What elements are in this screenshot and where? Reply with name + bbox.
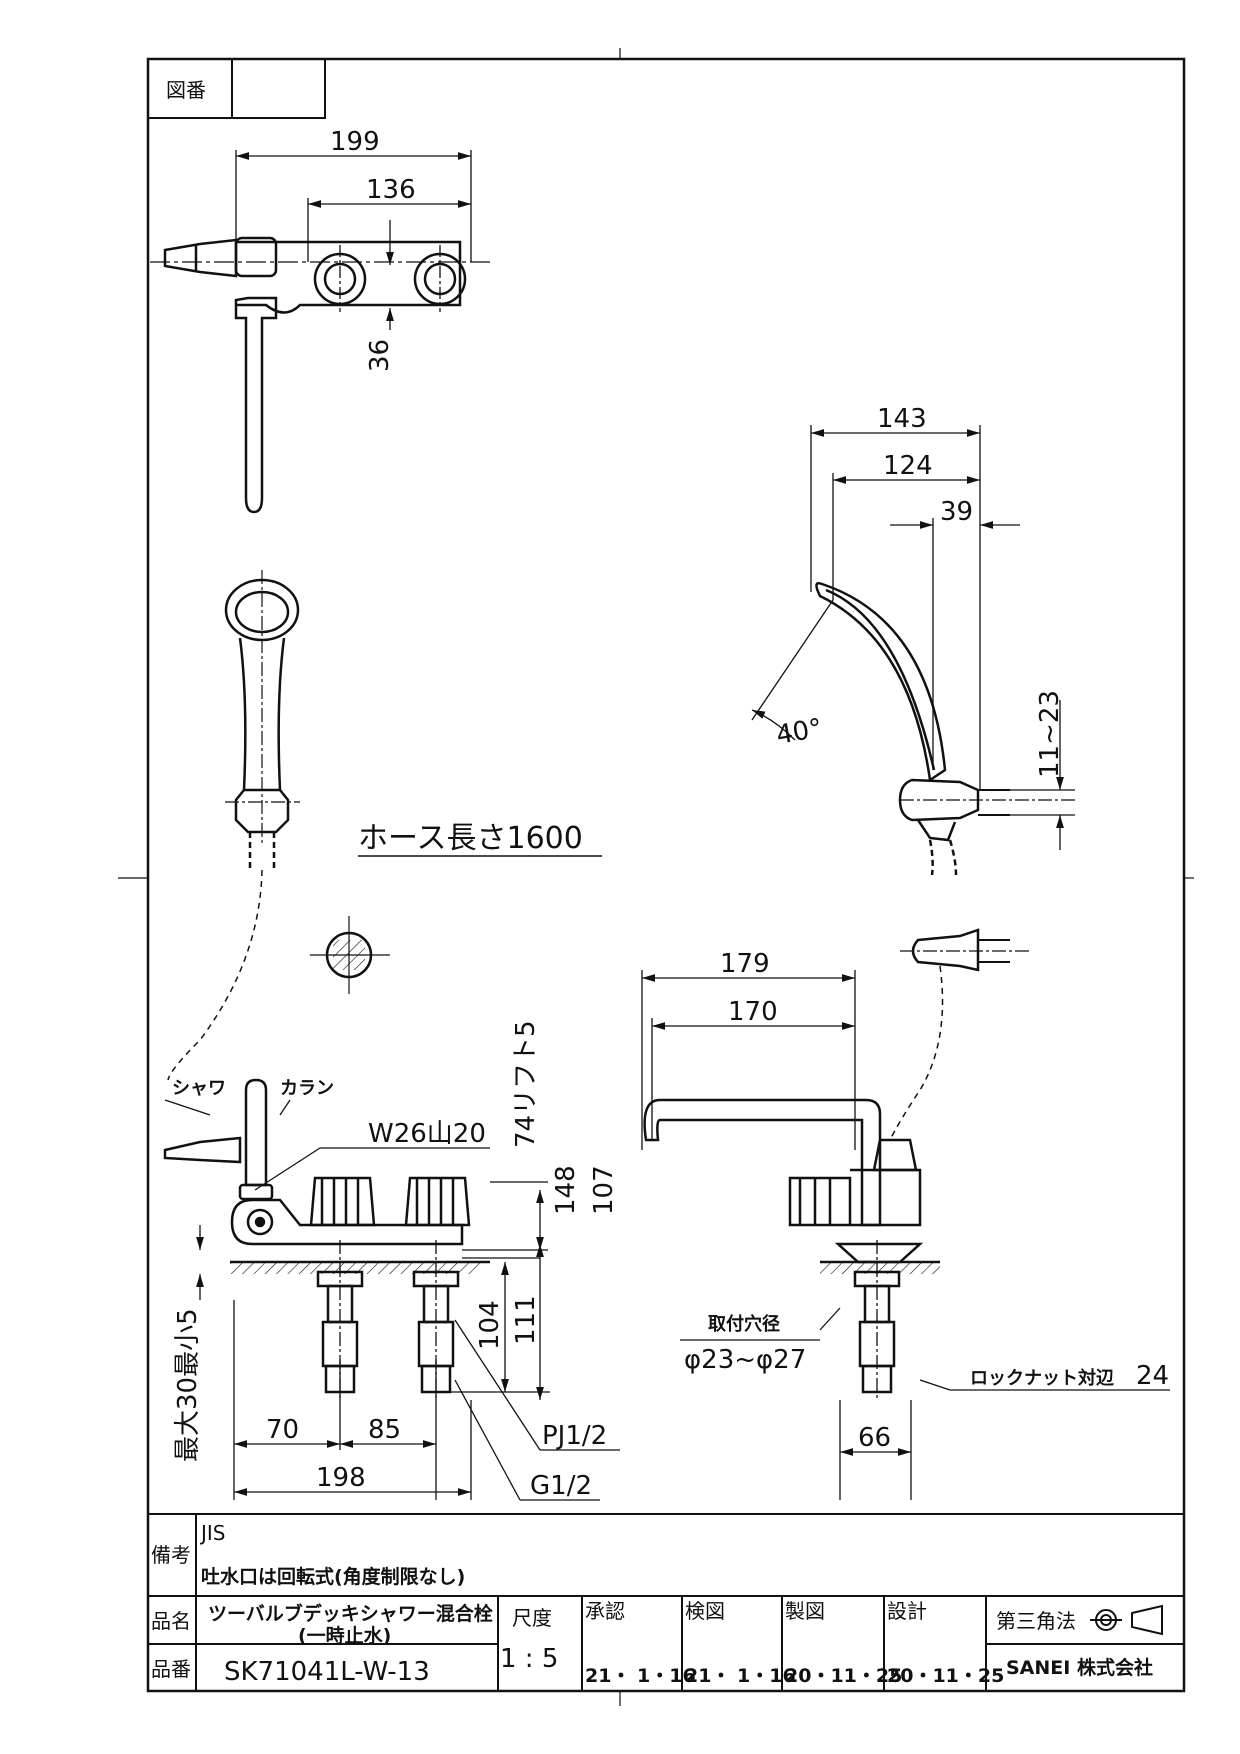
label-shower: シャワ <box>172 1078 226 1099</box>
cold-handle-front <box>404 1176 471 1227</box>
drawing-number-box: 図番 <box>147 58 326 119</box>
dim-136: 136 <box>366 175 416 205</box>
product-name-line2: (一時止水) <box>298 1625 391 1647</box>
hot-handle-front <box>309 1176 376 1227</box>
approve-label: 承認 <box>585 1599 625 1623</box>
front-view-dimensions <box>164 1099 620 1501</box>
dim-70: 70 <box>266 1415 299 1445</box>
design-date: 20・11・25 <box>887 1665 1004 1687</box>
dim-111: 111 <box>511 1295 541 1345</box>
approve-date: 21・ 1・16 <box>585 1665 696 1687</box>
lift-label: 74リフト5 <box>511 1020 541 1148</box>
company-name: SANEI 株式会社 <box>1006 1656 1153 1679</box>
top-view-dimensions <box>150 150 490 330</box>
dim-36: 36 <box>365 339 395 372</box>
draw-date: 20・11・25 <box>785 1665 902 1687</box>
hose-length-label: ホース長さ1600 <box>358 821 583 856</box>
max-min-label: 最大30最小5 <box>173 1308 203 1462</box>
remarks-line1: JIS <box>199 1521 226 1545</box>
dim-104: 104 <box>475 1300 505 1350</box>
hole-value: φ23~φ27 <box>684 1345 806 1375</box>
number-label: 品番 <box>151 1657 191 1681</box>
shower-head-front <box>167 570 300 1081</box>
dim-85: 85 <box>368 1415 401 1445</box>
hose-section <box>310 916 390 994</box>
dim-179: 179 <box>720 949 770 979</box>
drawing-frame <box>118 48 1194 1706</box>
locknut-value: 24 <box>1136 1361 1169 1391</box>
remarks-label: 備考 <box>151 1543 191 1567</box>
dim-199: 199 <box>330 127 380 157</box>
remarks-line2: 吐水口は回転式(角度制限なし) <box>201 1565 465 1588</box>
dim-198: 198 <box>316 1463 366 1493</box>
product-name-line1: ツーバルブデッキシャワー混合栓 <box>208 1602 493 1625</box>
product-number: SK71041L-W-13 <box>224 1657 430 1687</box>
check-label: 検図 <box>685 1599 725 1623</box>
angle-40: 40° <box>774 713 825 751</box>
top-view <box>163 236 467 514</box>
third-angle-projection-icon <box>1090 1604 1163 1636</box>
g-spec: G1/2 <box>530 1471 592 1501</box>
shower-side-dimensions <box>751 425 1075 952</box>
projection-label: 第三角法 <box>996 1609 1076 1633</box>
dim-124: 124 <box>883 451 933 481</box>
dim-39: 39 <box>940 497 973 527</box>
drawing-number-label: 図番 <box>166 78 206 102</box>
title-block <box>148 1513 1184 1691</box>
dim-11-23: 11~23 <box>1035 690 1065 778</box>
locknut-label: ロックナット対辺 <box>970 1367 1114 1389</box>
dim-148: 148 <box>551 1165 581 1215</box>
name-label: 品名 <box>151 1609 191 1633</box>
dim-66: 66 <box>858 1423 891 1453</box>
right-view-dimensions <box>641 970 1170 1500</box>
scale-label: 尺度 <box>512 1606 552 1630</box>
dim-143: 143 <box>877 404 927 434</box>
shower-side-view <box>815 582 1010 1141</box>
dim-107: 107 <box>589 1165 619 1215</box>
check-date: 21・ 1・16 <box>685 1665 796 1687</box>
scale-value: 1 : 5 <box>500 1644 558 1674</box>
design-label: 設計 <box>887 1599 927 1623</box>
draw-label: 製図 <box>785 1599 825 1623</box>
dim-170: 170 <box>728 997 778 1027</box>
label-faucet: カラン <box>280 1078 334 1099</box>
thread-spec: W26山20 <box>368 1119 486 1149</box>
pj-spec: PJ1/2 <box>542 1421 607 1451</box>
hole-label: 取付穴径 <box>708 1313 780 1335</box>
